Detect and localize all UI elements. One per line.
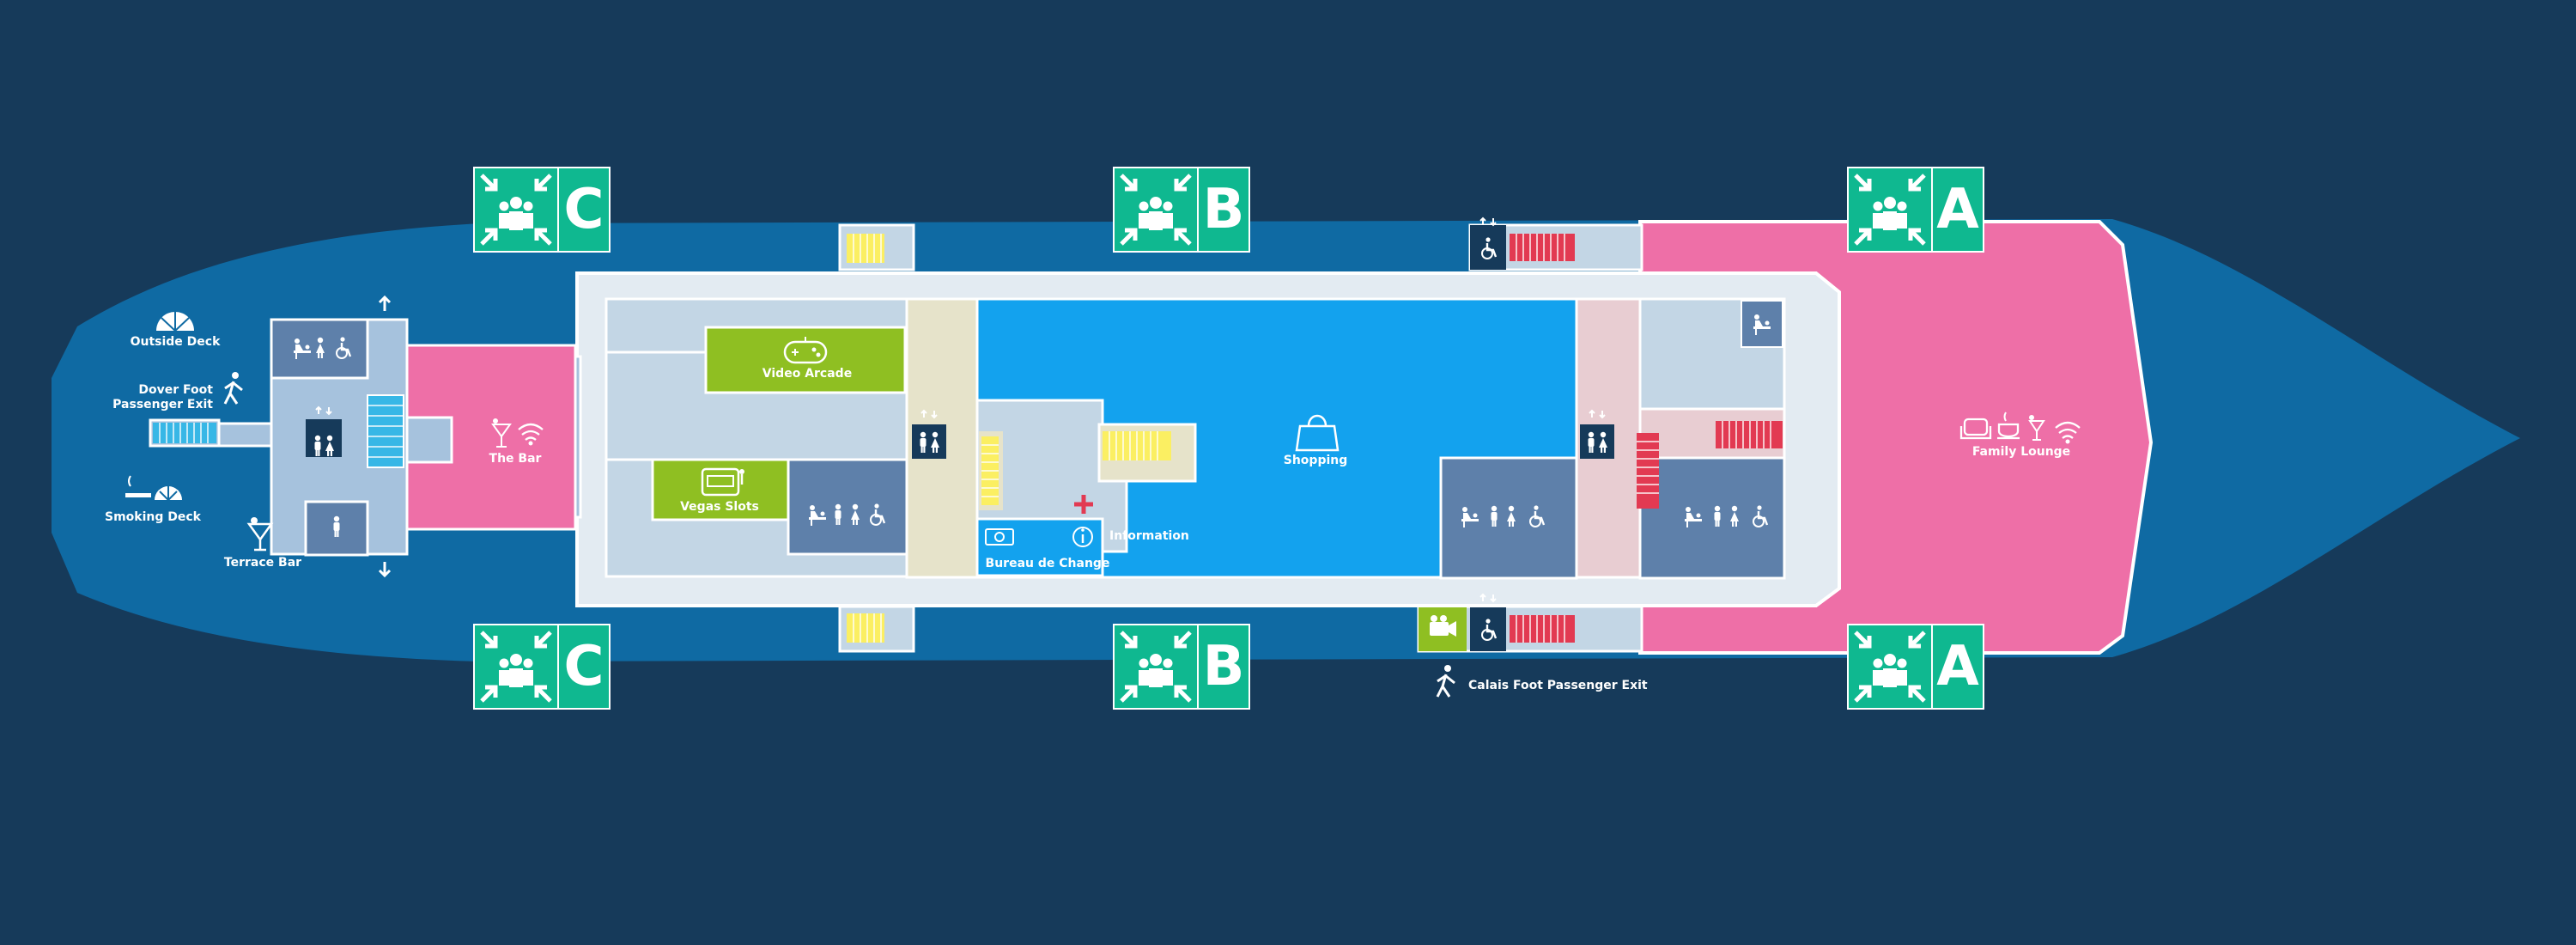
muster-station-c-top[interactable]: C bbox=[473, 167, 611, 253]
shopping-bag-icon bbox=[1295, 414, 1340, 452]
muster-point-icon bbox=[473, 167, 559, 253]
shopping-label: Shopping bbox=[1283, 454, 1348, 467]
stairs-dover-exit[interactable] bbox=[153, 423, 216, 443]
bureau-de-change-label: Bureau de Change bbox=[985, 557, 1110, 570]
terrace-bar-label: Terrace Bar bbox=[223, 556, 302, 570]
gamepad-icon bbox=[783, 337, 828, 364]
currency-exchange-icon bbox=[985, 528, 1014, 546]
dover-exit-label-line1: Dover Foot bbox=[138, 383, 213, 397]
slot-machine-icon bbox=[701, 467, 744, 497]
muster-station-c-bottom[interactable]: C bbox=[473, 624, 611, 710]
cocktail-icon bbox=[491, 418, 512, 448]
muster-station-b-bottom[interactable]: B bbox=[1113, 624, 1250, 710]
wifi-icon bbox=[518, 423, 544, 446]
muster-station-a-top[interactable]: A bbox=[1847, 167, 1984, 253]
sun-lounger-icon bbox=[156, 312, 194, 332]
lift-centre-left[interactable] bbox=[912, 424, 946, 459]
sun-lounger-icon bbox=[155, 486, 182, 501]
camera-icon bbox=[1430, 615, 1456, 637]
outside-deck-label: Outside Deck bbox=[130, 335, 221, 349]
video-arcade-label: Video Arcade bbox=[762, 367, 853, 381]
muster-station-letter: B bbox=[1199, 624, 1250, 710]
baby-change-fore[interactable] bbox=[1741, 300, 1783, 348]
info-icon bbox=[1072, 527, 1093, 547]
muster-point-icon bbox=[473, 624, 559, 710]
muster-point-icon bbox=[1113, 624, 1199, 710]
first-aid-icon bbox=[1074, 495, 1093, 514]
muster-point-icon bbox=[1847, 624, 1933, 710]
arrow-up-icon bbox=[378, 295, 392, 311]
walking-person-icon bbox=[223, 372, 243, 405]
vegas-slots-label: Vegas Slots bbox=[680, 500, 759, 514]
muster-station-letter: A bbox=[1933, 624, 1984, 710]
muster-station-letter: A bbox=[1933, 167, 1984, 253]
muster-station-b-top[interactable]: B bbox=[1113, 167, 1250, 253]
dover-exit-label-line2: Passenger Exit bbox=[112, 398, 213, 412]
sofa-icon bbox=[1959, 418, 1992, 440]
coffee-cup-icon bbox=[1997, 412, 2020, 440]
family-lounge-label: Family Lounge bbox=[1971, 445, 2071, 459]
arrow-down-icon bbox=[378, 562, 392, 578]
the-bar-label: The Bar bbox=[489, 452, 542, 466]
muster-station-letter: C bbox=[559, 624, 611, 710]
muster-station-a-bottom[interactable]: A bbox=[1847, 624, 1984, 710]
cocktail-icon bbox=[2028, 415, 2045, 441]
smoking-icon bbox=[125, 475, 151, 497]
terrace-bar-icon bbox=[246, 517, 274, 552]
muster-point-icon bbox=[1113, 167, 1199, 253]
smoking-deck-label: Smoking Deck bbox=[105, 510, 201, 524]
calais-exit-label: Calais Foot Passenger Exit bbox=[1468, 679, 1648, 692]
muster-station-letter: B bbox=[1199, 167, 1250, 253]
walking-person-icon bbox=[1436, 665, 1455, 698]
wifi-icon bbox=[2055, 421, 2081, 444]
information-label: Information bbox=[1109, 529, 1189, 543]
muster-station-letter: C bbox=[559, 167, 611, 253]
lift-centre-right[interactable] bbox=[1580, 424, 1614, 459]
muster-point-icon bbox=[1847, 167, 1933, 253]
wc-block-centre-left[interactable] bbox=[787, 458, 908, 556]
lift-aft[interactable] bbox=[306, 419, 342, 457]
